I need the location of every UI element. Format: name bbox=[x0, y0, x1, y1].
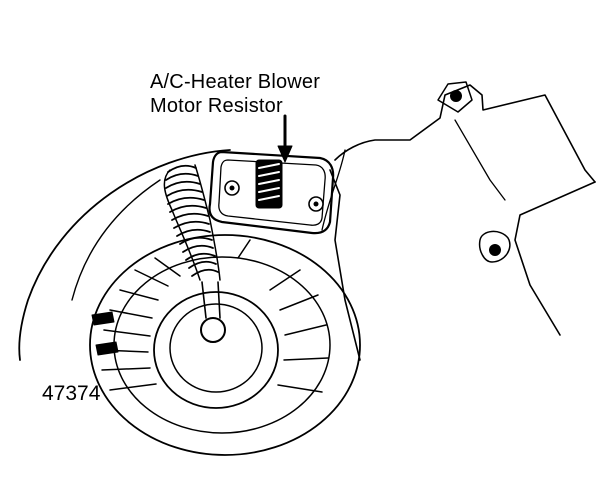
mounting-hole-upper bbox=[450, 90, 462, 102]
resistor-screw-left bbox=[224, 180, 240, 196]
motor-shaft-rod-right bbox=[217, 281, 221, 319]
blower-wheel-outer bbox=[89, 234, 361, 456]
blower-fins bbox=[99, 239, 329, 393]
fin-bar-left-1 bbox=[91, 311, 115, 326]
callout-line-1: A/C-Heater Blower bbox=[150, 71, 321, 93]
motor-shaft-rod-left bbox=[201, 281, 207, 319]
resistor-screw-left-center bbox=[229, 185, 235, 191]
callout-arrow-head bbox=[277, 145, 293, 163]
callout-line-2: Motor Resistor bbox=[150, 95, 283, 117]
housing-right-edge bbox=[514, 181, 596, 336]
housing-inner-curve bbox=[71, 179, 161, 301]
housing-lower-edge bbox=[329, 169, 361, 361]
resistor-plate-inner bbox=[218, 159, 326, 226]
housing-top-edge bbox=[334, 84, 596, 183]
corrugated-hose bbox=[163, 164, 221, 281]
motor-hub-inner bbox=[169, 303, 263, 393]
mounting-hole-right bbox=[489, 244, 501, 256]
resistor-screw-right bbox=[308, 196, 324, 212]
fin-bar-left-2 bbox=[95, 341, 119, 356]
figure-number: 47374 bbox=[42, 382, 101, 405]
blower-wheel-ring bbox=[113, 256, 331, 434]
resistor-screw-right-center bbox=[313, 201, 319, 207]
motor-shaft-end bbox=[200, 317, 226, 343]
resistor-coil-windings bbox=[258, 163, 280, 201]
resistor-callout-label: A/C-Heater Blower Motor Resistor bbox=[150, 70, 320, 118]
housing-seam bbox=[321, 149, 346, 231]
mounting-tab-upper bbox=[437, 81, 473, 113]
housing-outer-curve bbox=[18, 149, 231, 361]
motor-hub-outer bbox=[153, 291, 279, 409]
resistor-plate bbox=[208, 150, 335, 235]
mounting-tab-right bbox=[478, 230, 511, 263]
housing-flange-line bbox=[454, 119, 506, 201]
